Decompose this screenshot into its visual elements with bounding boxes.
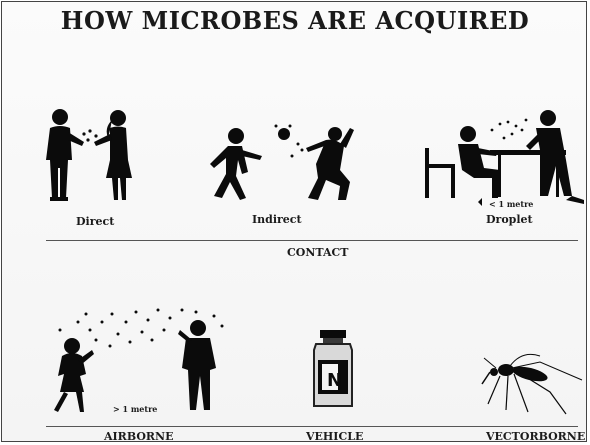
label-vectorborne: VECTORBORNE xyxy=(486,430,585,443)
label-indirect: Indirect xyxy=(252,213,302,226)
airborne-distance-note: > 1 metre xyxy=(113,404,157,414)
contact-divider xyxy=(46,240,578,241)
airborne-icon xyxy=(54,309,224,413)
droplet-icon xyxy=(425,110,584,206)
droplet-distance-note: < 1 metre xyxy=(489,199,533,209)
label-airborne: AIRBORNE xyxy=(104,430,174,443)
mosquito-icon xyxy=(482,354,582,414)
label-vehicle: VEHICLE xyxy=(306,430,363,443)
direct-contact-icon xyxy=(46,109,132,201)
vial-icon xyxy=(314,330,352,406)
label-droplet: Droplet xyxy=(486,213,533,226)
label-direct: Direct xyxy=(76,215,114,228)
bottom-divider xyxy=(46,426,578,427)
indirect-contact-icon xyxy=(210,125,354,201)
label-contact: CONTACT xyxy=(287,246,348,259)
vial-letter: N xyxy=(327,370,342,391)
